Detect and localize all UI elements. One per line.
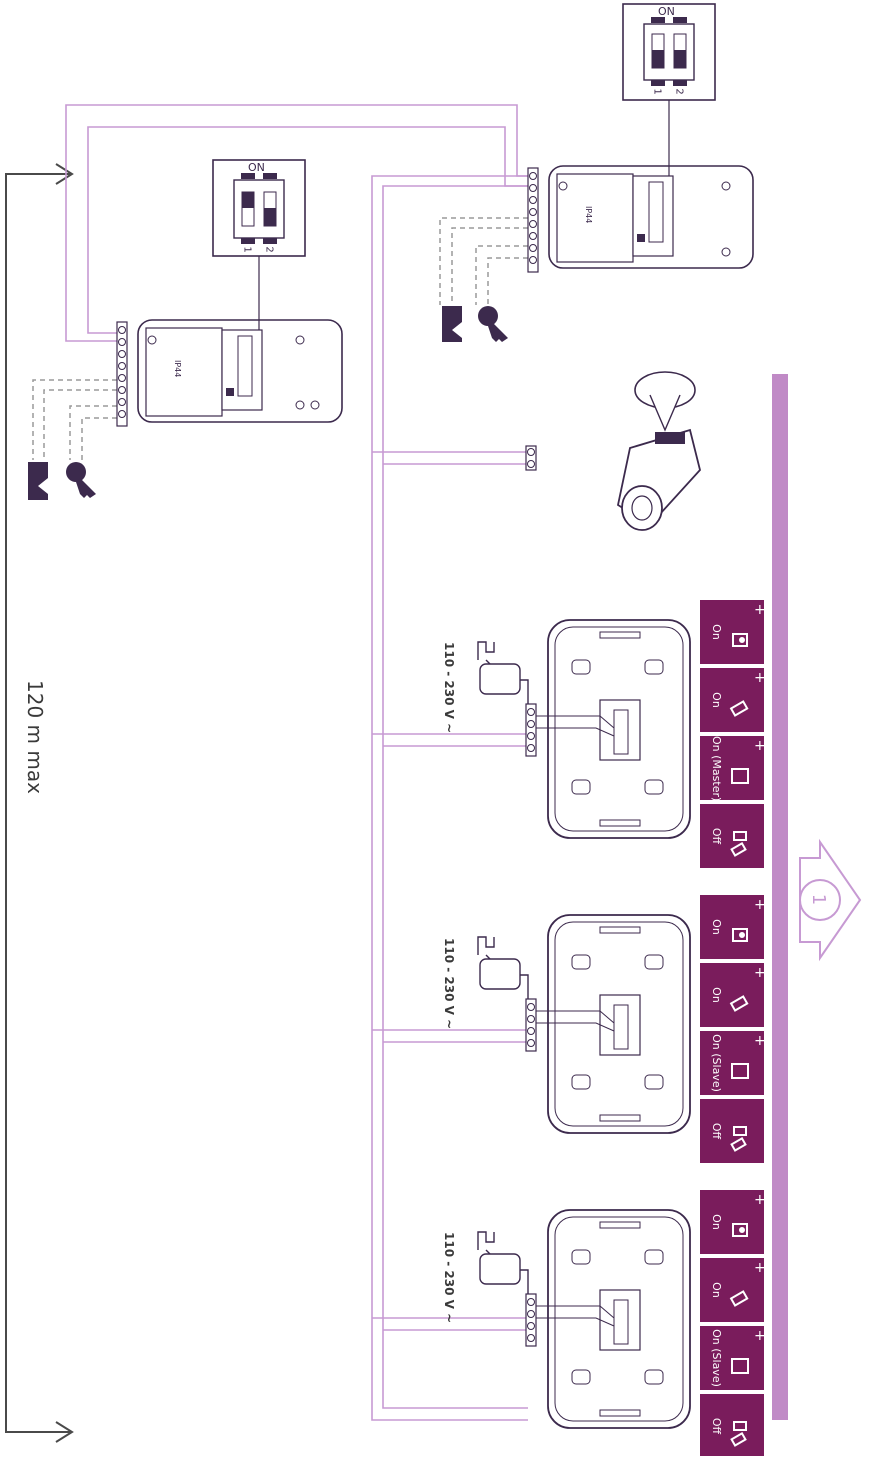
tile-label: On (710, 692, 723, 708)
dip-switch-1 (212, 159, 306, 330)
tile-label: On (Slave) (710, 1329, 723, 1387)
power-adapter-icon (477, 641, 529, 704)
monitors: + + + + + + + + + (477, 600, 766, 1458)
tile-label: Off (710, 827, 723, 845)
tile-label: On (Slave) (710, 1034, 723, 1092)
voltage-label-2: 110 - 230 V ~ (442, 938, 456, 1030)
speaker-icon (732, 633, 748, 647)
ip-marking-2: IP44 (584, 206, 593, 223)
camera-icon (729, 1290, 749, 1307)
speaker-icon (732, 1223, 748, 1237)
switch-number-2b: 2 (673, 88, 685, 95)
tile-label: On (710, 1214, 723, 1230)
switch-number-1b: 2 (263, 246, 275, 253)
svg-text:+: + (754, 738, 766, 754)
tile-label: On (710, 624, 723, 640)
camera-icon (525, 371, 701, 531)
tile-label: On (710, 919, 723, 935)
setting-tile (700, 963, 764, 1027)
svg-text:+: + (754, 1033, 766, 1049)
setting-tile (700, 804, 764, 868)
monitor-3 (477, 1209, 691, 1429)
monitor-icon (731, 1358, 749, 1374)
step-arrow (799, 838, 862, 962)
svg-text:+: + (754, 1328, 766, 1344)
sleep-icon (730, 831, 747, 857)
tile-label: On (710, 1282, 723, 1298)
switch-number-2a: 1 (651, 88, 663, 95)
tile-label: Off (710, 1122, 723, 1140)
svg-text:+: + (754, 670, 766, 686)
distance-label: 120 m max (23, 680, 47, 794)
key-icon (66, 462, 96, 498)
svg-text:+: + (754, 965, 766, 981)
power-adapter-icon (477, 1231, 529, 1294)
wires (65, 104, 528, 1421)
step-number: 1 (808, 893, 830, 906)
ip-marking: IP44 (173, 360, 182, 377)
tile-label: On (Master) (710, 736, 723, 802)
monitor-2 (477, 914, 691, 1134)
outdoor-unit-2: IP44 (527, 165, 754, 273)
distance-arrow (5, 163, 74, 1443)
door-lock-icon-2 (442, 306, 462, 342)
monitor-1 (477, 619, 691, 839)
setting-tile (700, 1190, 764, 1254)
svg-text:+: + (754, 602, 766, 618)
lock-wires (32, 217, 528, 460)
setting-tile (700, 1099, 764, 1163)
key-icon-2 (478, 306, 508, 342)
svg-text:+: + (754, 1192, 766, 1208)
voltage-label-1: 110 - 230 V ~ (442, 642, 456, 734)
setting-tile (700, 1394, 764, 1458)
setting-tile (700, 895, 764, 959)
setting-tile (700, 600, 764, 664)
switch-label-2: ON (658, 5, 675, 18)
monitor-icon (731, 1063, 749, 1079)
svg-text:+: + (754, 897, 766, 913)
outdoor-unit-1: IP44 (116, 319, 343, 427)
setting-tile (700, 668, 764, 732)
voltage-label-3: 110 - 230 V ~ (442, 1232, 456, 1324)
switch-number-1a: 1 (241, 246, 253, 253)
monitor-icon (731, 768, 749, 784)
camera-icon (729, 995, 749, 1012)
tile-label: On (710, 987, 723, 1003)
tile-label: Off (710, 1417, 723, 1435)
dip-switch-2 (622, 3, 716, 176)
master-slave-band (772, 374, 788, 1420)
setting-tile (700, 1258, 764, 1322)
sleep-icon (730, 1421, 747, 1447)
door-lock-icon (28, 462, 48, 500)
svg-text:+: + (754, 1260, 766, 1276)
switch-label-1: ON (248, 161, 265, 174)
speaker-icon (732, 928, 748, 942)
sleep-icon (730, 1126, 747, 1152)
power-adapter-icon (477, 936, 529, 999)
camera-icon (729, 700, 749, 717)
